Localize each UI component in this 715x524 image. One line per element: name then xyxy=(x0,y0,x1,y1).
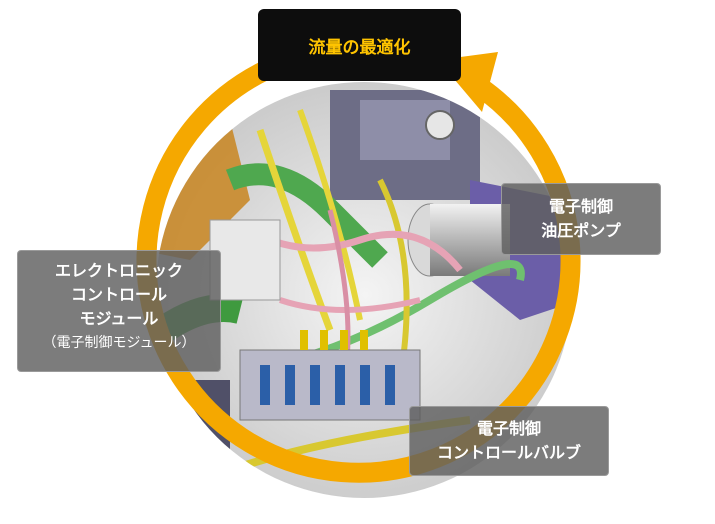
pump-label-line-1: 電子制御 xyxy=(548,197,613,216)
pump-label-line-2: 油圧ポンプ xyxy=(541,221,621,240)
valve-label-line-1: 電子制御 xyxy=(476,419,541,438)
ecm-label-line-2: コントロール xyxy=(70,285,167,304)
control-valve-label: 電子制御 コントロールバルブ xyxy=(409,406,609,476)
valve-label-line-2: コントロールバルブ xyxy=(436,443,581,462)
ecm-label-line-1: エレクトロニック xyxy=(54,261,183,280)
ecm-label-line-3: モジュール xyxy=(79,309,159,328)
hydraulic-pump-label: 電子制御 油圧ポンプ xyxy=(501,183,661,255)
ecm-label-subtitle: （電子制御モジュール） xyxy=(42,335,196,351)
ecm-label: エレクトロニック コントロール モジュール （電子制御モジュール） xyxy=(17,250,221,372)
flow-optimization-title: 流量の最適化 xyxy=(258,9,461,81)
